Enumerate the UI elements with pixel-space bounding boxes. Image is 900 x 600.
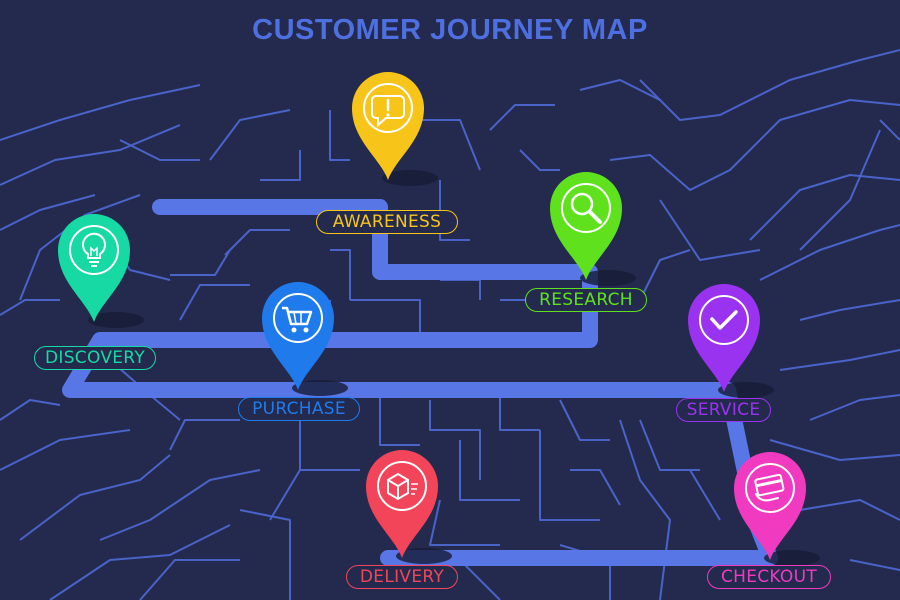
street-grid	[0, 49, 900, 600]
delivery-pin	[366, 450, 438, 558]
page-title: CUSTOMER JOURNEY MAP	[252, 14, 648, 46]
credit-card-icon	[754, 473, 785, 502]
awareness-label: AWARENESS	[316, 210, 458, 234]
purchase-pin	[262, 282, 334, 390]
magnifier-icon	[570, 192, 602, 224]
delivery-pin-shadow	[396, 548, 452, 564]
light-bulb-icon	[82, 232, 106, 267]
awareness-pin	[352, 72, 424, 180]
checkout-pin	[734, 452, 806, 560]
journey-pins	[58, 72, 820, 566]
service-pin	[688, 284, 760, 392]
service-label: SERVICE	[676, 398, 771, 422]
alert-speech-bubble-icon	[371, 95, 405, 128]
purchase-pin-shadow	[292, 380, 348, 396]
research-label: RESEARCH	[525, 288, 647, 312]
research-pin	[550, 172, 622, 280]
checkout-pin-shadow	[764, 550, 820, 566]
shopping-cart-icon	[282, 306, 313, 333]
discovery-pin	[58, 214, 130, 322]
purchase-label: PURCHASE	[238, 397, 360, 421]
package-box-icon	[387, 472, 418, 501]
delivery-label: DELIVERY	[346, 565, 458, 589]
discovery-pin-shadow	[88, 312, 144, 328]
check-mark-icon	[710, 310, 738, 330]
research-pin-shadow	[580, 270, 636, 286]
service-pin-shadow	[718, 382, 774, 398]
checkout-label: CHECKOUT	[707, 565, 831, 589]
awareness-pin-shadow	[382, 170, 438, 186]
discovery-label: DISCOVERY	[34, 346, 156, 370]
